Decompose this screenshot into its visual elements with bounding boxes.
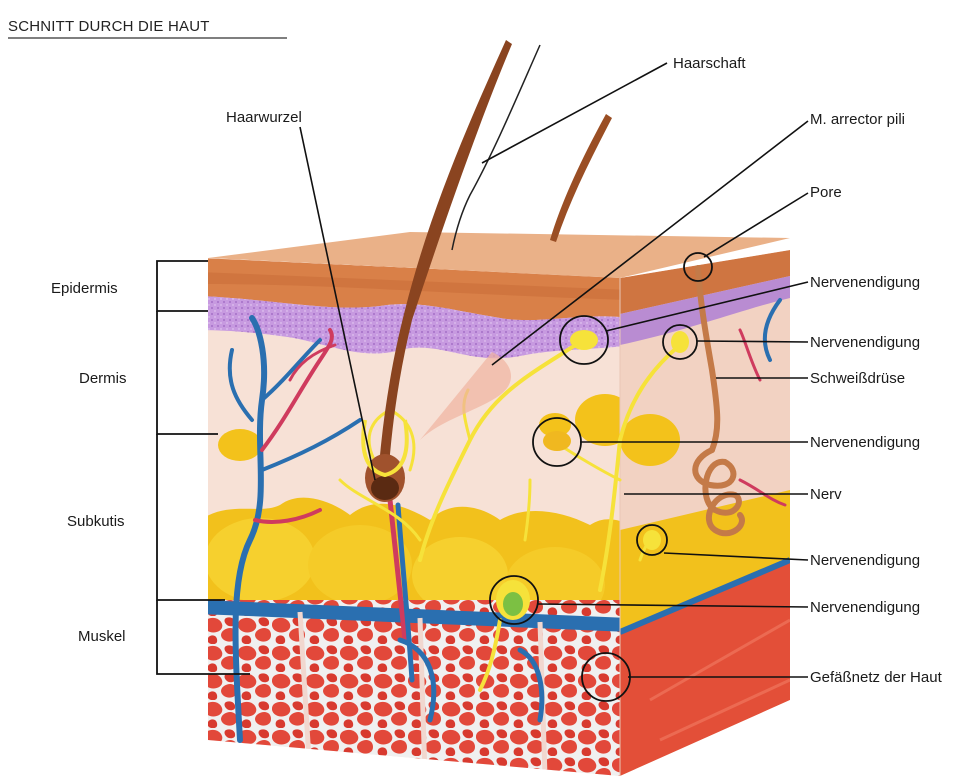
- label-nervenendigung-4: Nervenendigung: [810, 552, 920, 569]
- label-epidermis: Epidermis: [51, 280, 118, 297]
- label-subkutis: Subkutis: [67, 513, 125, 530]
- label-gefaessnetz: Gefäßnetz der Haut: [810, 669, 943, 686]
- label-haarschaft: Haarschaft: [673, 55, 746, 72]
- label-muskel: Muskel: [78, 628, 126, 645]
- label-nervenendigung-2: Nervenendigung: [810, 334, 920, 351]
- label-haarwurzel: Haarwurzel: [226, 109, 302, 126]
- label-nerv: Nerv: [810, 486, 842, 503]
- front-face: [200, 250, 635, 776]
- label-dermis: Dermis: [79, 370, 127, 387]
- title-group: SCHNITT DURCH DIE HAUT: [8, 18, 287, 38]
- diagram-title: SCHNITT DURCH DIE HAUT: [8, 18, 210, 35]
- label-arrector-pili: M. arrector pili: [810, 111, 905, 128]
- label-nervenendigung-3: Nervenendigung: [810, 434, 920, 451]
- label-pore: Pore: [810, 184, 842, 201]
- label-schweissdruese: Schweißdrüse: [810, 370, 905, 387]
- label-nervenendigung-5: Nervenendigung: [810, 599, 920, 616]
- label-nervenendigung-1: Nervenendigung: [810, 274, 920, 291]
